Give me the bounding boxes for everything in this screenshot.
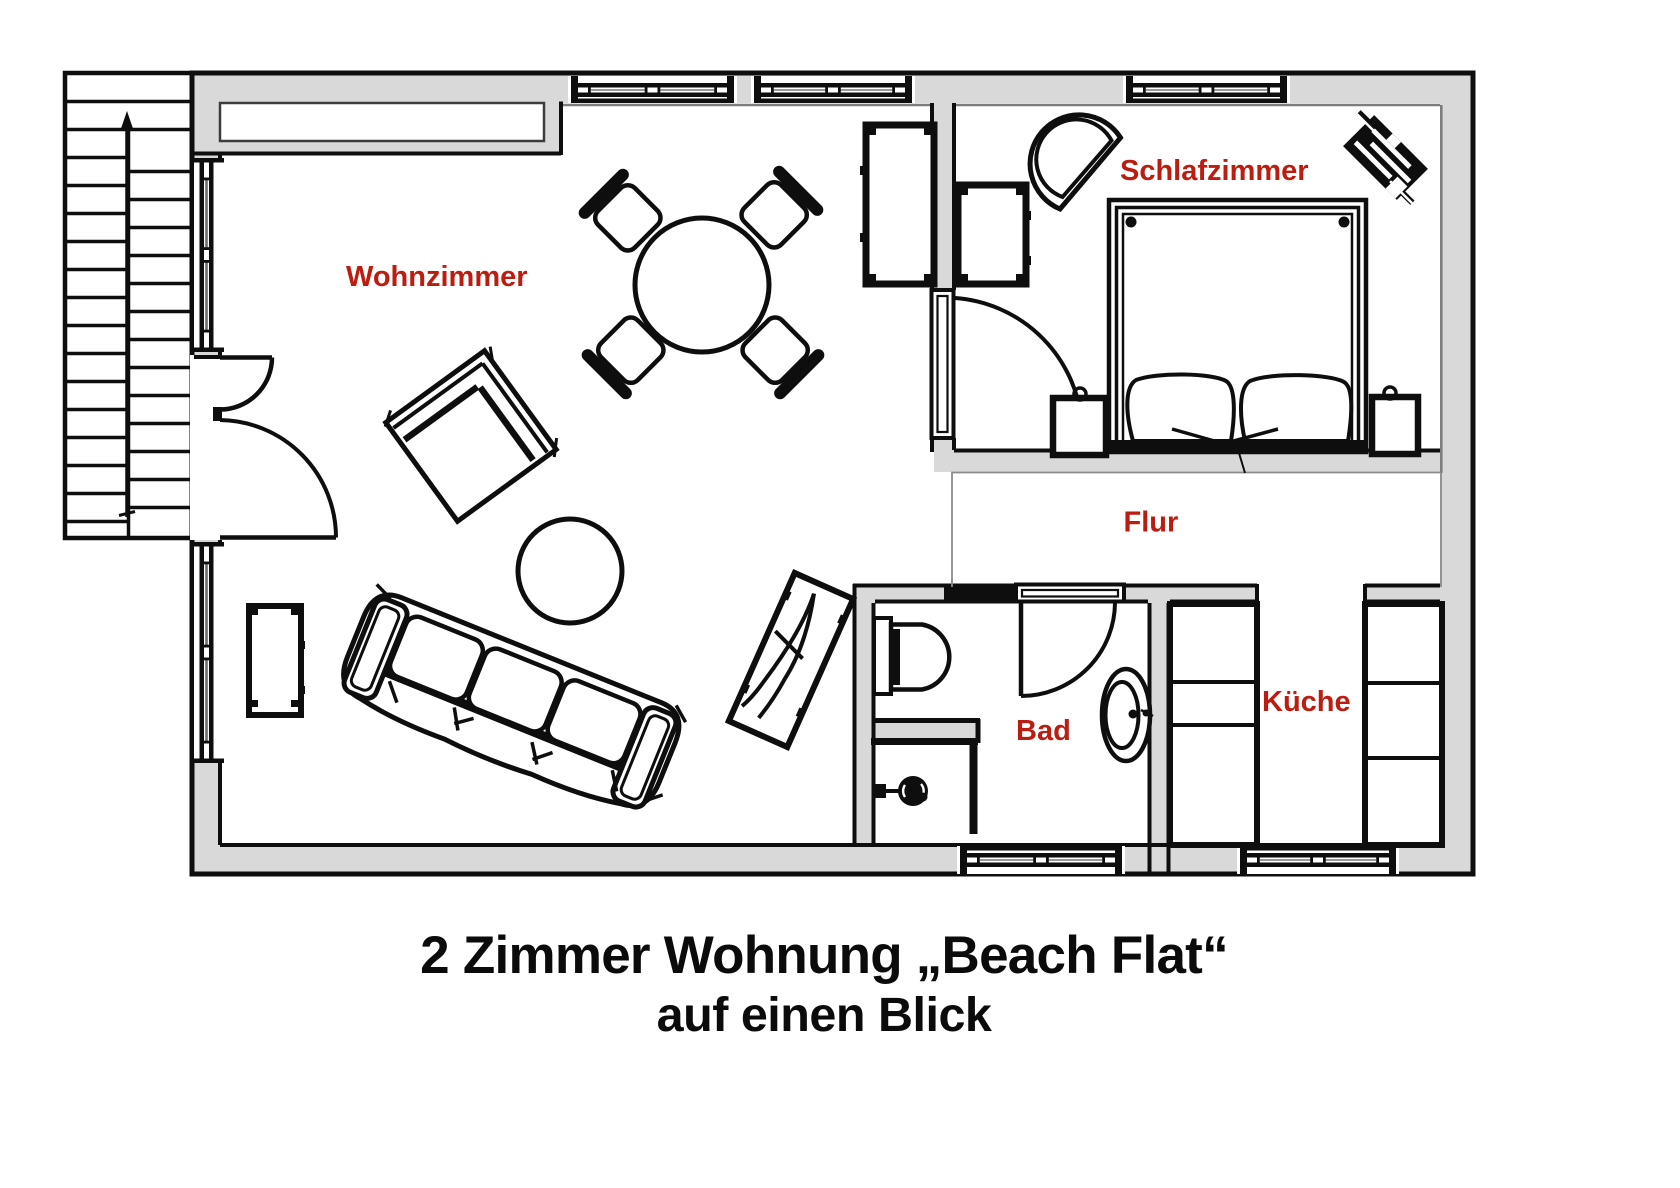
svg-text:2 Zimmer Wohnung „Beach Flat“: 2 Zimmer Wohnung „Beach Flat“ xyxy=(420,926,1228,985)
svg-text:Flur: Flur xyxy=(1124,507,1179,539)
svg-text:auf einen Blick: auf einen Blick xyxy=(657,988,993,1042)
svg-text:Schlafzimmer: Schlafzimmer xyxy=(1120,155,1309,187)
svg-text:Bad: Bad xyxy=(1016,715,1071,747)
svg-text:Küche: Küche xyxy=(1262,686,1351,718)
svg-text:Wohnzimmer: Wohnzimmer xyxy=(346,261,528,293)
